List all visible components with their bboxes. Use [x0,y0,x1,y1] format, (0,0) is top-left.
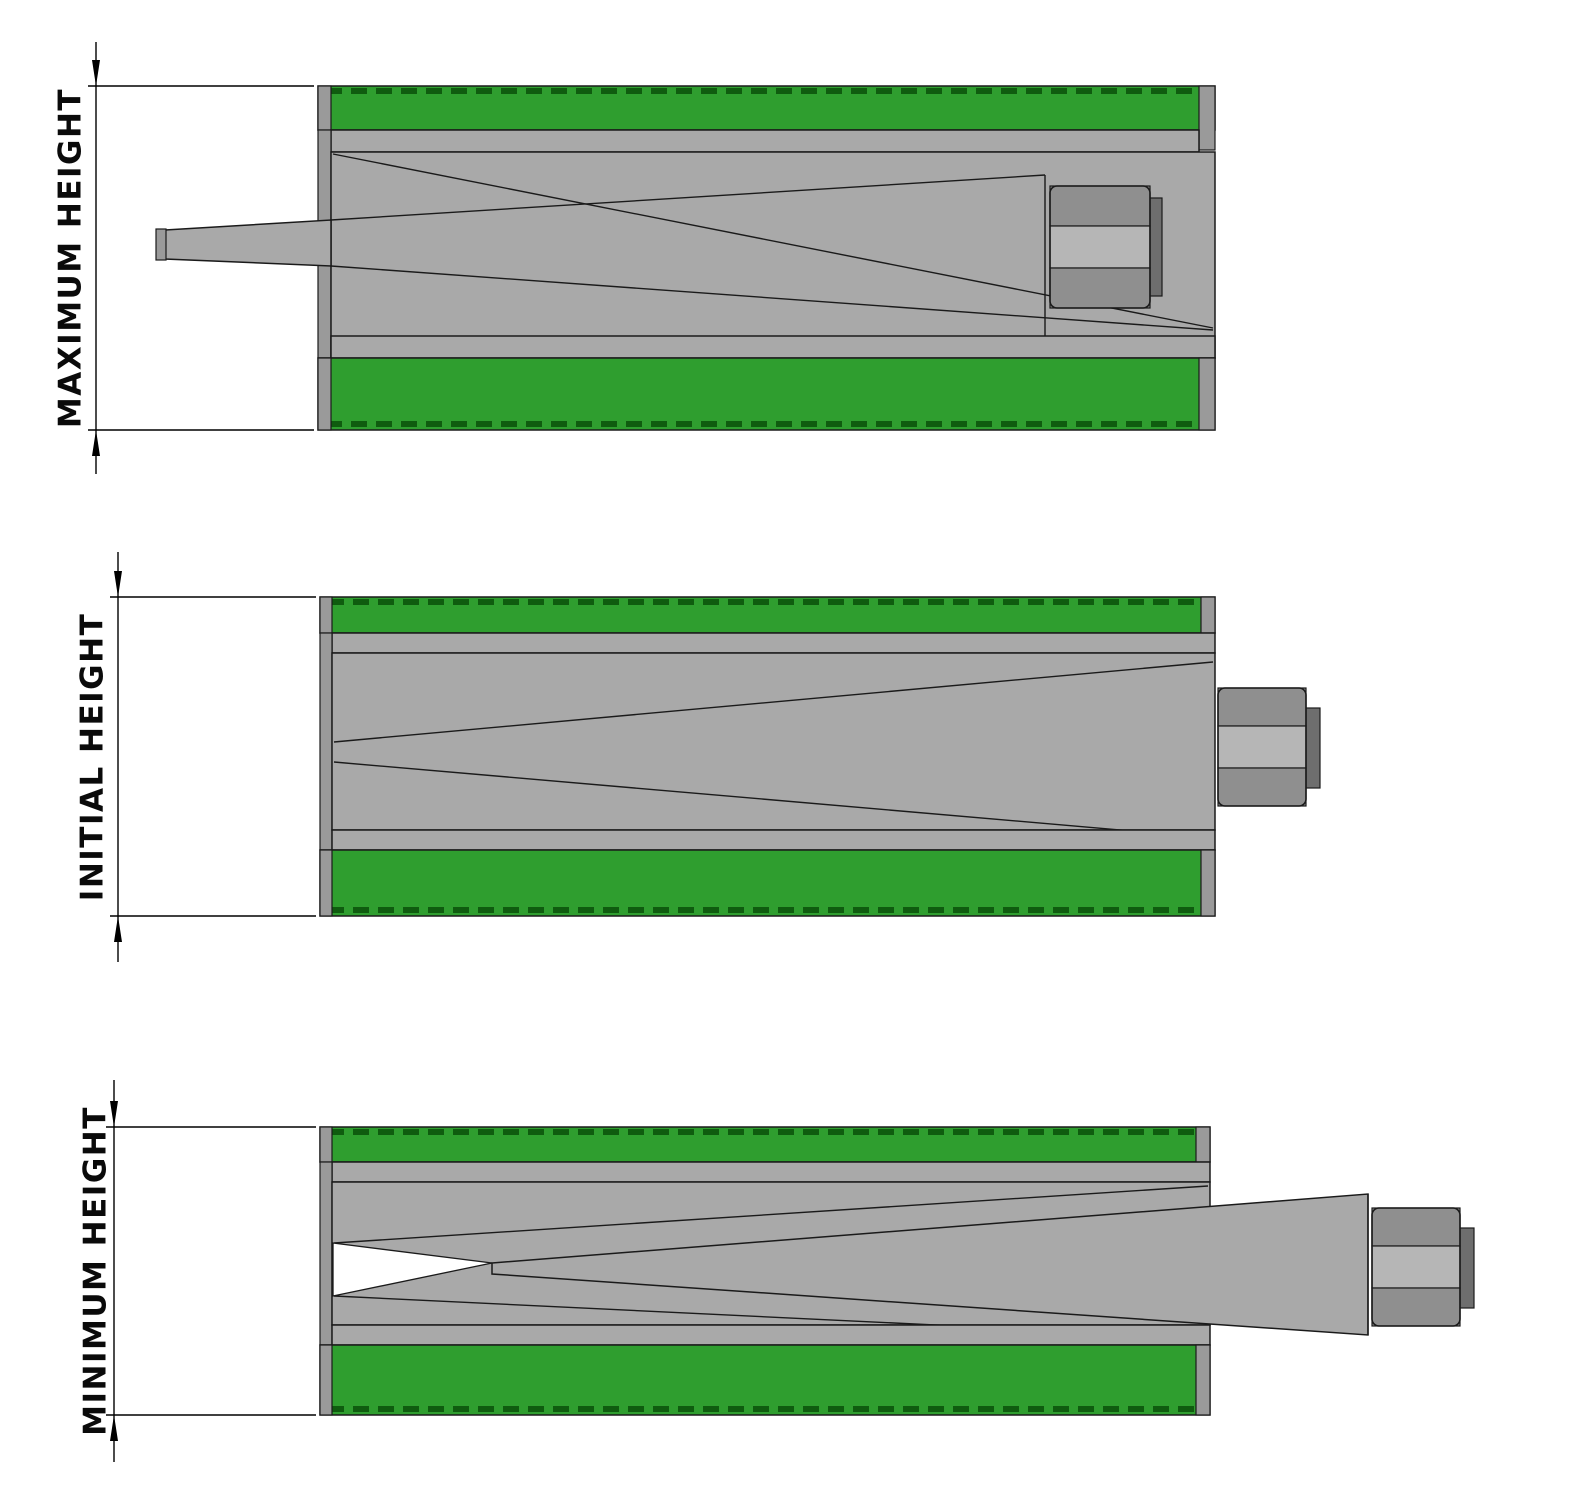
bolt-facet-bottom [1049,267,1151,309]
bolt-head-outline [1049,185,1151,309]
arrowhead-top [92,60,100,86]
wedge-zone [331,652,1216,831]
upper-plate-bar [330,129,1200,153]
wedge-assembly-minimum [319,1126,1475,1416]
dimension-label-initial: INITIAL HEIGHT [75,613,111,901]
arrowhead-top [114,571,122,597]
slider-bottom-edge [333,761,1214,839]
bottom-pad [319,849,1216,917]
slider-bottom-edge [330,265,1214,331]
slider-wedge-protrusion [164,219,332,267]
wedge-assembly-maximum [155,85,1216,431]
top-pad-end-cap-right [1200,596,1216,634]
slider-top-edge [330,174,1046,221]
dimension-minimum-height: MINIMUM HEIGHT [78,1080,316,1462]
hex-bolt [1217,687,1321,807]
arrowhead-bottom [110,1415,118,1441]
dimension-label-maximum: MAXIMUM HEIGHT [53,88,89,428]
hex-bolt [1371,1207,1475,1327]
arrowhead-top [110,1101,118,1127]
left-side-face [319,1161,333,1346]
dimension-initial-height: INITIAL HEIGHT [75,552,316,962]
dimension-maximum-height: MAXIMUM HEIGHT [53,42,314,474]
arrowhead-bottom [114,916,122,942]
figure-initial-height: INITIAL HEIGHT [75,552,1321,962]
bottom-pad-end-cap-left [317,357,332,431]
bottom-pad-end-cap-left [319,849,333,917]
bottom-pad-end-cap-right [1200,849,1216,917]
figure-maximum-height: MAXIMUM HEIGHT [53,42,1216,474]
bolt-facet-bottom [1217,767,1307,807]
bottom-pad [319,1344,1211,1416]
hex-bolt [1049,185,1163,309]
top-pad-end-cap-left [319,596,333,634]
lower-plate-bar [331,1324,1211,1346]
upper-plate-bar [331,1161,1211,1183]
lower-plate-bar [330,335,1216,359]
top-pad-end-cap-left [319,1126,333,1163]
lower-plate-bar [331,829,1216,851]
left-side-face [319,632,333,851]
slider-wedge-tip [155,228,167,261]
bolt-facet-top [1371,1207,1461,1247]
bolt-head-outline [1371,1207,1461,1327]
bottom-pad-end-cap-right [1198,357,1216,431]
slider-top-edge [333,661,1214,743]
top-pad-end-cap-right [1198,85,1216,151]
bottom-pad-end-cap-left [319,1344,333,1416]
bolt-facet-middle [1371,1245,1461,1289]
bottom-pad-end-cap-right [1195,1344,1211,1416]
top-pad-end-cap-left [317,85,332,131]
arrowhead-bottom [92,430,100,456]
bottom-pad [317,357,1216,431]
bolt-facet-bottom [1371,1287,1461,1327]
upper-plate-underside-edge [333,1185,1209,1244]
bolt-facet-middle [1217,725,1307,769]
dimension-label-minimum: MINIMUM HEIGHT [78,1106,114,1436]
top-pad-end-cap-right [1195,1126,1211,1163]
bolt-facet-top [1217,687,1307,727]
bolt-head-outline [1217,687,1307,807]
bolt-facet-middle [1049,225,1151,269]
wedge-assembly-initial [319,596,1321,917]
wedge-gap [332,1242,493,1297]
upper-plate-bar [331,632,1216,654]
figure-minimum-height: MINIMUM HEIGHT [78,1080,1475,1462]
bolt-facet-top [1049,185,1151,227]
